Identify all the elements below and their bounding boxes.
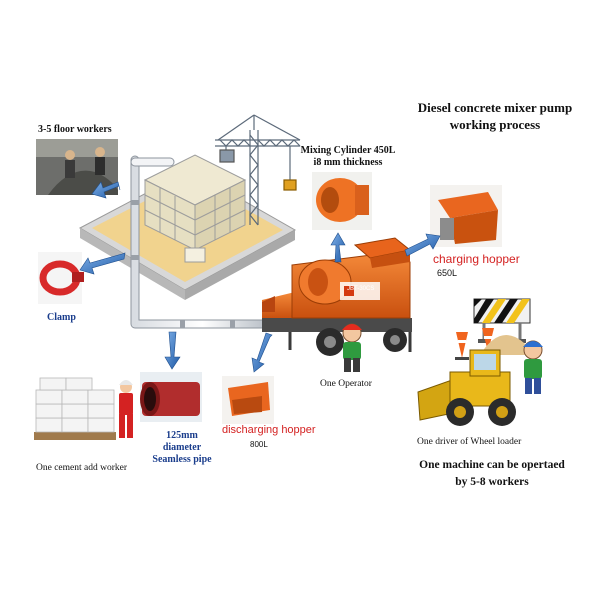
seamless-pipe-photo: [140, 372, 202, 422]
mixing-cylinder-photo: [312, 172, 372, 230]
mixer-pump-machine: [262, 237, 412, 356]
label-pipe-line1: 125mm diameter: [162, 430, 202, 453]
label-mixing-cylinder: Mixing Cylinder 450L i8 mm thickness: [296, 145, 400, 169]
label-mixing-cylinder-line1: Mixing Cylinder 450L: [300, 145, 396, 156]
concrete-delivery-pipe: [130, 155, 275, 329]
discharging-hopper-photo: [222, 376, 274, 424]
building-frame: [143, 154, 247, 263]
label-floor-workers: 3-5 floor workers: [38, 124, 112, 135]
operator-figure: [342, 323, 362, 372]
cement-bags: [34, 377, 116, 440]
label-clamp: Clamp: [47, 312, 76, 323]
label-discharging-hopper-volume: 800L: [250, 440, 268, 449]
cement-worker-figure: [119, 380, 133, 438]
charging-hopper-photo: [430, 185, 502, 247]
arrow-to-charging-hopper: [404, 233, 441, 257]
label-loader-driver: One driver of Wheel loader: [417, 437, 522, 447]
tower-crane: [215, 114, 301, 226]
arrow-to-clamp: [79, 252, 126, 275]
label-mixing-cylinder-line2: i8 mm thickness: [313, 157, 383, 168]
wheel-loader: [417, 349, 516, 426]
closing-line-2: by 5-8 workers: [455, 476, 529, 488]
clamp-photo: [38, 252, 84, 304]
diagram-title: Diesel concrete mixer pump working proce…: [395, 99, 595, 133]
label-pipe-line2: Seamless pipe: [152, 454, 212, 465]
label-seamless-pipe: 125mm diameter Seamless pipe: [148, 430, 216, 466]
label-discharging-hopper: discharging hopper: [222, 424, 316, 436]
arrow-to-floor-workers: [91, 181, 121, 199]
arrow-to-discharging-hopper: [251, 332, 273, 373]
loader-driver-figure: [523, 340, 543, 394]
title-line-2: working process: [449, 117, 541, 132]
label-operator: One Operator: [320, 379, 372, 389]
closing-line-1: One machine can be opertaed: [419, 459, 565, 471]
flow-arrows: [79, 181, 441, 373]
label-charging-hopper: charging hopper: [433, 252, 520, 266]
title-line-1: Diesel concrete mixer pump: [417, 100, 573, 115]
arrow-to-mixing-cylinder: [330, 232, 346, 263]
machine-brand-plate: JBT-30CS: [347, 286, 375, 292]
arrow-to-pipe: [164, 331, 181, 370]
closing-statement: One machine can be opertaed by 5-8 worke…: [404, 457, 580, 491]
label-cement-worker: One cement add worker: [36, 463, 128, 473]
label-charging-hopper-volume: 650L: [437, 268, 458, 278]
